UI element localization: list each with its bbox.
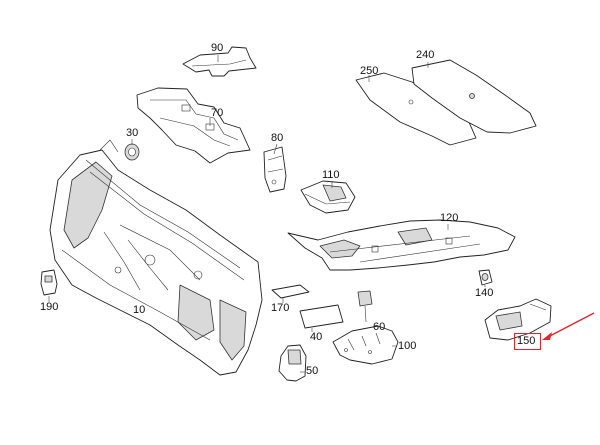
callout-120: 120 (440, 212, 459, 224)
part-120-insulation (287, 219, 516, 271)
part-250-pad (355, 72, 477, 146)
part-170-pad (271, 284, 310, 299)
part-100-insulation (332, 325, 399, 365)
part-240-pad (411, 59, 537, 134)
part-10-firewall (49, 139, 263, 376)
callout-60: 60 (373, 321, 386, 333)
callout-50: 50 (306, 365, 319, 377)
callout-250: 250 (360, 65, 379, 77)
callout-150-highlight-box (514, 333, 541, 350)
leader-lines (48, 55, 486, 373)
part-30-grommet (124, 143, 140, 161)
callout-240: 240 (416, 49, 435, 61)
part-60-clip (357, 290, 373, 307)
highlight-arrow (542, 312, 595, 340)
callout-40: 40 (310, 331, 323, 343)
callout-70: 70 (211, 107, 224, 119)
callout-90: 90 (211, 42, 224, 54)
callout-100: 100 (398, 340, 417, 352)
callout-140: 140 (475, 287, 494, 299)
part-90-mat (182, 46, 257, 77)
part-70-mat (136, 87, 251, 164)
part-150-bracket (484, 298, 552, 341)
part-80-pad (263, 146, 287, 193)
callout-170: 170 (271, 302, 290, 314)
callout-150: 150 (517, 335, 536, 347)
part-40-pad (299, 304, 344, 329)
callout-10: 10 (133, 304, 146, 316)
part-110-bracket (300, 180, 356, 214)
callout-190: 190 (40, 301, 59, 313)
callout-110: 110 (322, 169, 340, 181)
callout-30: 30 (126, 127, 139, 139)
part-140-grommet (478, 269, 493, 286)
callout-80: 80 (271, 132, 284, 144)
part-50-boot (278, 344, 307, 382)
part-190-clip (40, 269, 58, 296)
